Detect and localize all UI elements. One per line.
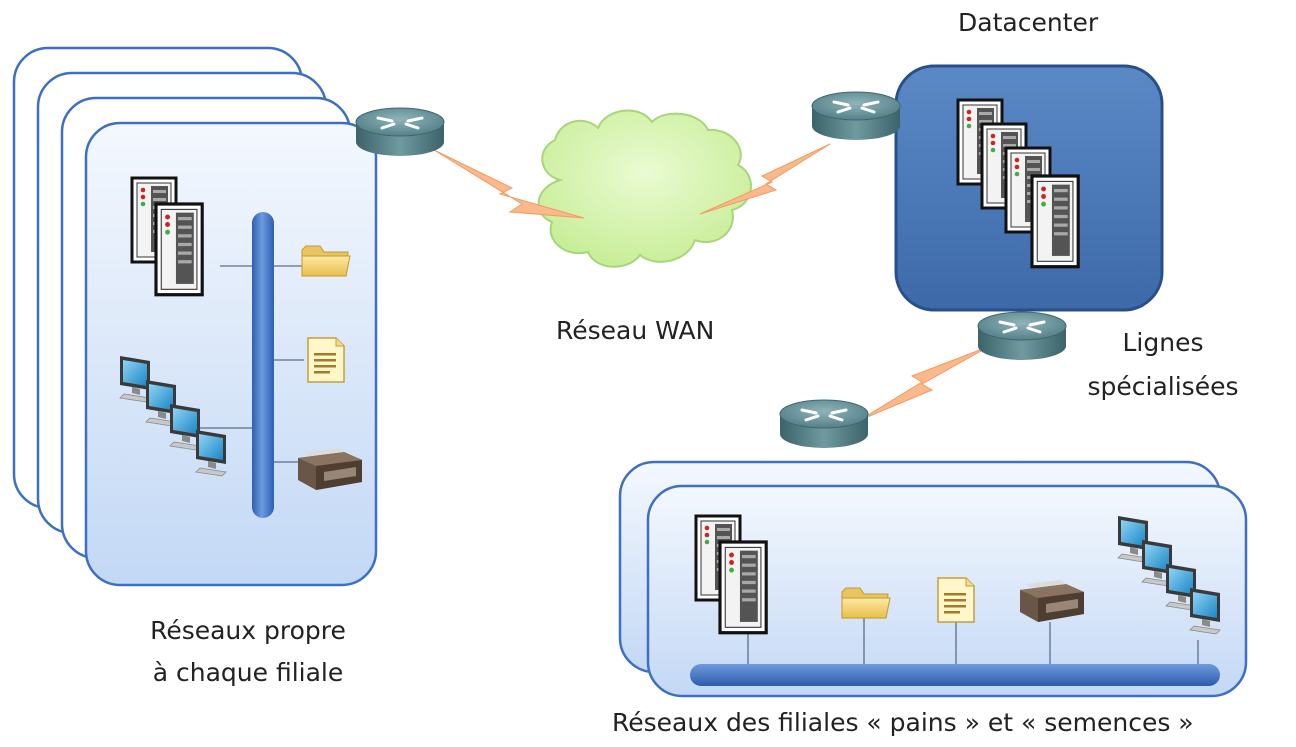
own-networks-label-line2: à chaque filiale [152, 658, 344, 687]
branch-networks-label: Réseaux des filiales « pains » et « seme… [612, 708, 1194, 737]
leased-lines-label-line1: Lignes [1122, 328, 1204, 357]
lan-bus [690, 664, 1220, 686]
wan-cloud [537, 109, 752, 268]
router-icon [810, 90, 902, 142]
server-icon [718, 540, 768, 635]
wan-link-icon [433, 149, 585, 219]
own-networks-label-line1: Réseaux propre [150, 616, 346, 645]
branch-own-networks-stack [12, 46, 378, 587]
document-icon [937, 577, 975, 623]
router-icon [976, 310, 1068, 362]
lan-bus [252, 212, 274, 518]
leased-lines-label-line2: spécialisées [1087, 372, 1239, 401]
wan-link-icon [699, 143, 831, 215]
wan-link-icon [859, 345, 991, 421]
server-icon [154, 202, 204, 297]
router-icon [778, 398, 870, 450]
datacenter-label: Datacenter [958, 8, 1099, 37]
branch-pains-semences-networks [618, 460, 1248, 698]
server-icon [1030, 174, 1080, 269]
document-icon [307, 337, 345, 383]
datacenter [894, 64, 1164, 312]
wan-label: Réseau WAN [556, 316, 715, 345]
router-icon [354, 106, 446, 158]
